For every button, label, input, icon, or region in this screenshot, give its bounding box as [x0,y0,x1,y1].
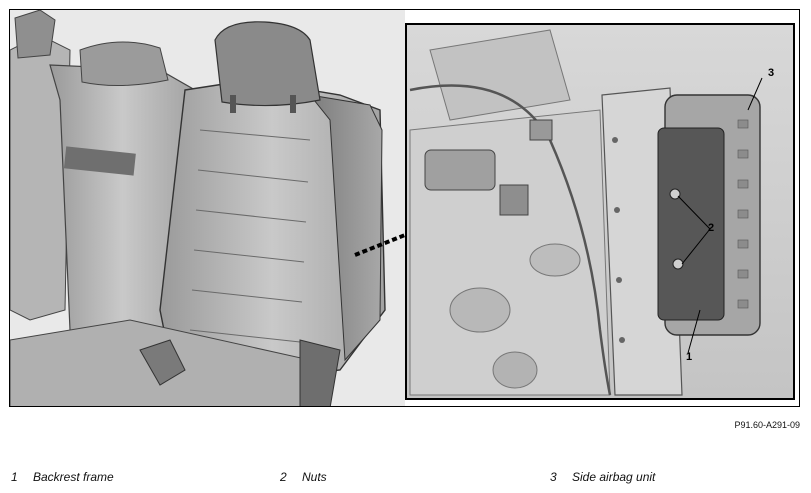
legend-number: 2 [280,470,287,484]
rear-seat-illustration: 3 2 1 [10,10,795,406]
legend-item-3: 3 Side airbag unit [550,470,655,484]
legend-number: 3 [550,470,557,484]
legend-item-2: 2 Nuts [280,470,327,484]
callout-3: 3 [768,67,774,79]
detail-inset: 3 2 1 [405,23,795,400]
figure-code: P91.60-A291-09 [734,420,800,430]
rear-seat-backrest [10,10,413,406]
callout-1: 1 [686,351,692,363]
legend-label: Nuts [302,470,327,484]
legend-label: Backrest frame [33,470,114,484]
callout-2: 2 [708,222,714,234]
legend-item-1: 1 Backrest frame [11,470,114,484]
illustration-figure: 3 2 1 [9,9,800,407]
legend-number: 1 [11,470,18,484]
legend-label: Side airbag unit [572,470,656,484]
